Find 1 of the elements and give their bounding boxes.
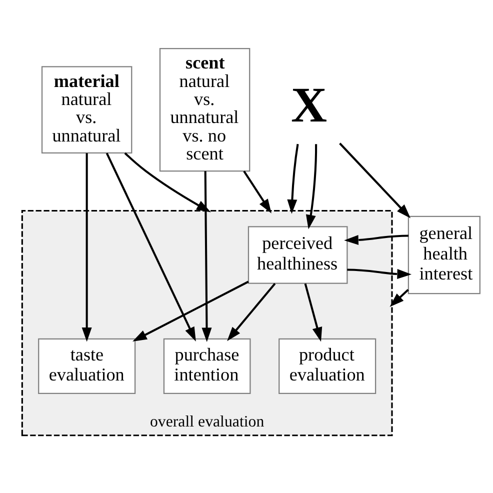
node-text: X [291,77,328,132]
